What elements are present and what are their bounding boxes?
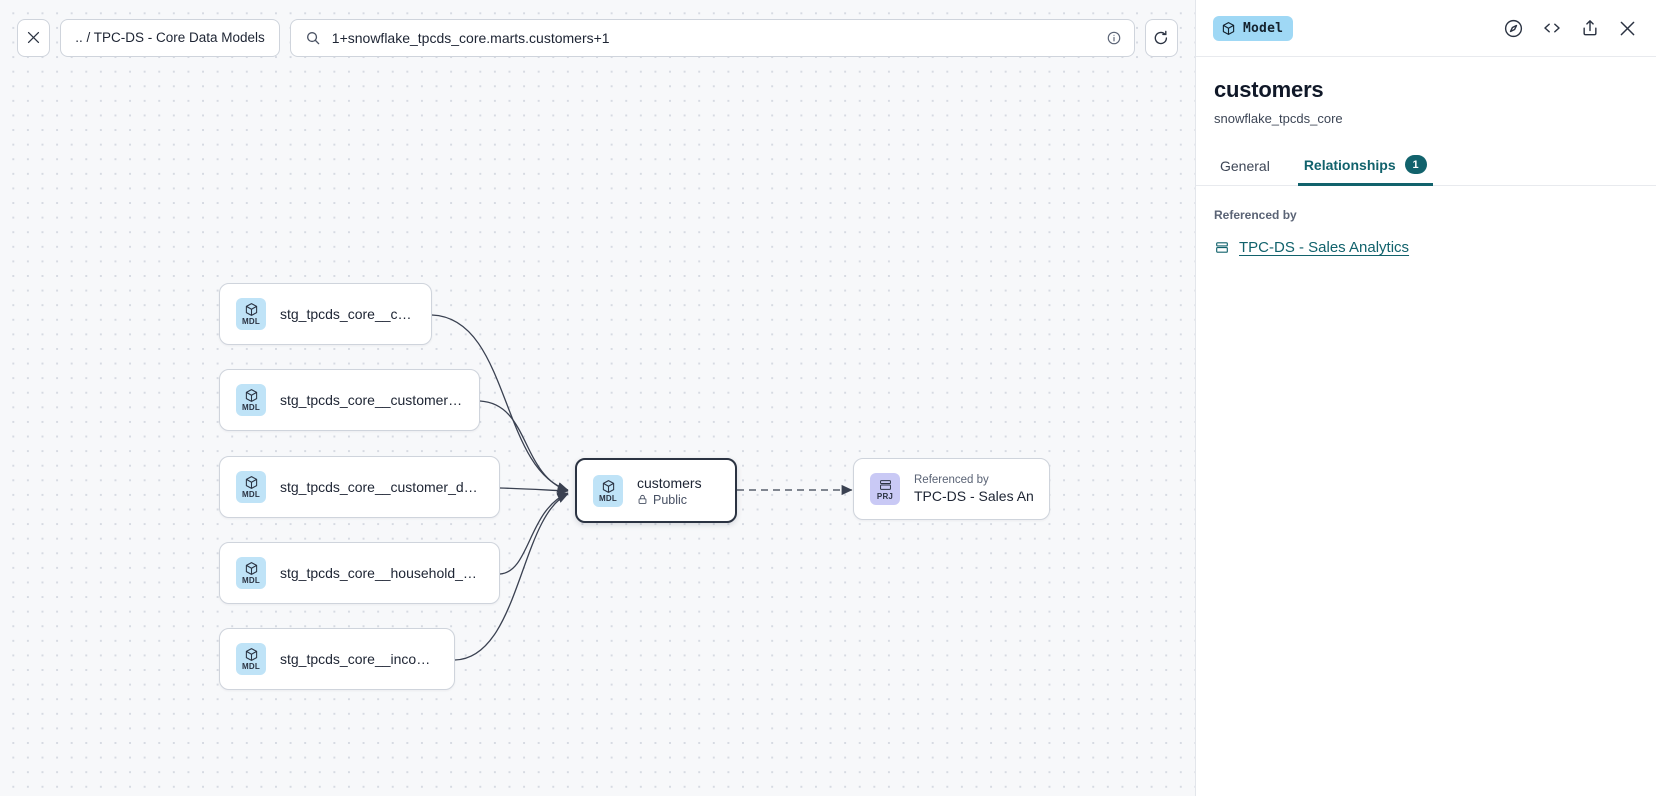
graph-node-stg-customer[interactable]: MDL stg_tpcds_core__customer bbox=[219, 283, 432, 345]
tab-label: General bbox=[1220, 158, 1270, 174]
lock-icon bbox=[638, 494, 647, 504]
cube-icon bbox=[245, 562, 257, 575]
status-badge: 1 bbox=[1404, 155, 1427, 174]
search-icon bbox=[306, 31, 320, 44]
cube-icon bbox=[245, 389, 257, 402]
tab-general[interactable]: General bbox=[1214, 158, 1276, 186]
badge-text: PRJ bbox=[876, 491, 894, 501]
model-badge: MDL bbox=[236, 643, 266, 675]
lineage-edges bbox=[431, 314, 853, 661]
code-icon[interactable] bbox=[1541, 18, 1563, 38]
badge-text: MDL bbox=[242, 403, 260, 412]
node-label: stg_tpcds_core__customer_demogra… bbox=[280, 479, 483, 495]
model-badge: MDL bbox=[236, 384, 266, 416]
graph-node-stg-income-band[interactable]: MDL stg_tpcds_core__income_band bbox=[219, 628, 455, 690]
badge-text: MDL bbox=[242, 490, 260, 499]
compass-icon[interactable] bbox=[1503, 18, 1524, 39]
model-badge: MDL bbox=[236, 557, 266, 589]
search-value: 1+snowflake_tpcds_core.marts.customers+1 bbox=[331, 29, 610, 46]
node-body: customers Public bbox=[637, 475, 702, 507]
cube-icon bbox=[602, 479, 614, 493]
node-title: customers bbox=[637, 474, 702, 491]
breadcrumb[interactable]: .. / TPC-DS - Core Data Models bbox=[60, 18, 280, 57]
refresh-icon bbox=[1155, 30, 1168, 44]
cube-icon bbox=[245, 648, 257, 661]
compass-glyph bbox=[1504, 19, 1523, 37]
page-title: customers bbox=[1214, 77, 1324, 102]
model-badge: MDL bbox=[593, 474, 623, 507]
model-chip-label: Model bbox=[1243, 20, 1284, 36]
model-badge: MDL bbox=[236, 471, 266, 503]
breadcrumb-text: .. / TPC-DS - Core Data Models bbox=[75, 30, 265, 45]
share-glyph bbox=[1583, 20, 1597, 36]
node-body: Referenced by TPC-DS - Sales Analytics bbox=[914, 474, 1033, 504]
code-glyph bbox=[1544, 23, 1560, 33]
section-label: Referenced by bbox=[1214, 208, 1297, 222]
details-panel: Model bbox=[1195, 0, 1656, 796]
model-type-chip[interactable]: Model bbox=[1213, 15, 1294, 41]
share-icon[interactable] bbox=[1580, 18, 1600, 38]
close-icon bbox=[28, 31, 40, 44]
tab-relationships[interactable]: Relationships 1 bbox=[1297, 155, 1433, 186]
graph-node-project-sales-analytics[interactable]: PRJ Referenced by TPC-DS - Sales Analyti… bbox=[853, 458, 1050, 520]
visibility-text: Public bbox=[653, 492, 688, 507]
project-box-icon bbox=[1216, 242, 1228, 253]
close-panel-button[interactable] bbox=[1617, 18, 1638, 39]
tab-label: Relationships bbox=[1303, 156, 1396, 173]
info-icon[interactable] bbox=[1106, 30, 1122, 46]
close-icon bbox=[1620, 21, 1635, 35]
referenced-by-label: TPC-DS - Sales Analytics bbox=[1239, 239, 1410, 256]
panel-header-actions bbox=[1503, 18, 1638, 39]
cube-icon bbox=[245, 303, 257, 316]
badge-text: MDL bbox=[242, 662, 260, 671]
search-input[interactable]: 1+snowflake_tpcds_core.marts.customers+1 bbox=[289, 18, 1135, 57]
node-kicker: Referenced by bbox=[914, 474, 989, 486]
referenced-by-link[interactable]: TPC-DS - Sales Analytics bbox=[1214, 239, 1638, 256]
graph-node-stg-household-demographics[interactable]: MDL stg_tpcds_core__household_demogr… bbox=[219, 542, 500, 604]
edge-customer-demographics bbox=[499, 485, 569, 496]
panel-header: Model bbox=[1196, 0, 1656, 57]
canvas-toolbar: .. / TPC-DS - Core Data Models 1+snowfla… bbox=[0, 0, 1195, 75]
node-label: stg_tpcds_core__customer bbox=[280, 306, 415, 322]
badge-text: MDL bbox=[242, 576, 260, 585]
node-visibility: Public bbox=[637, 493, 702, 507]
node-label: stg_tpcds_core__income_band bbox=[280, 651, 438, 667]
graph-node-stg-customer-demographics[interactable]: MDL stg_tpcds_core__customer_demogra… bbox=[219, 456, 500, 518]
node-title: TPC-DS - Sales Analytics bbox=[914, 488, 1033, 504]
panel-title-section: customers snowflake_tpcds_core bbox=[1196, 57, 1656, 126]
cube-icon bbox=[1222, 21, 1235, 35]
node-label: stg_tpcds_core__household_demogr… bbox=[280, 565, 483, 581]
panel-tabs: General Relationships 1 bbox=[1196, 148, 1656, 186]
model-badge: MDL bbox=[236, 298, 266, 330]
close-lineage-button[interactable] bbox=[17, 18, 51, 57]
project-badge: PRJ bbox=[870, 473, 900, 505]
node-label: stg_tpcds_core__customer_address bbox=[280, 392, 463, 408]
edge-customer-address bbox=[479, 400, 569, 493]
graph-node-customers-selected[interactable]: MDL customers Public bbox=[575, 458, 737, 523]
cube-icon bbox=[245, 476, 257, 489]
badge-text: MDL bbox=[242, 317, 260, 326]
referenced-by-section: Referenced by TPC-DS - Sales Analytics bbox=[1196, 186, 1656, 256]
refresh-button[interactable] bbox=[1144, 18, 1178, 57]
badge-text: MDL bbox=[599, 493, 617, 503]
graph-node-stg-customer-address[interactable]: MDL stg_tpcds_core__customer_address bbox=[219, 369, 480, 431]
project-box-icon bbox=[879, 479, 891, 490]
edge-income-band bbox=[454, 493, 569, 661]
edge-household-demographics bbox=[499, 492, 569, 575]
lineage-canvas[interactable]: MDL stg_tpcds_core__customer MDL stg_tpc… bbox=[0, 0, 1195, 796]
page-subtitle: snowflake_tpcds_core bbox=[1214, 111, 1343, 126]
